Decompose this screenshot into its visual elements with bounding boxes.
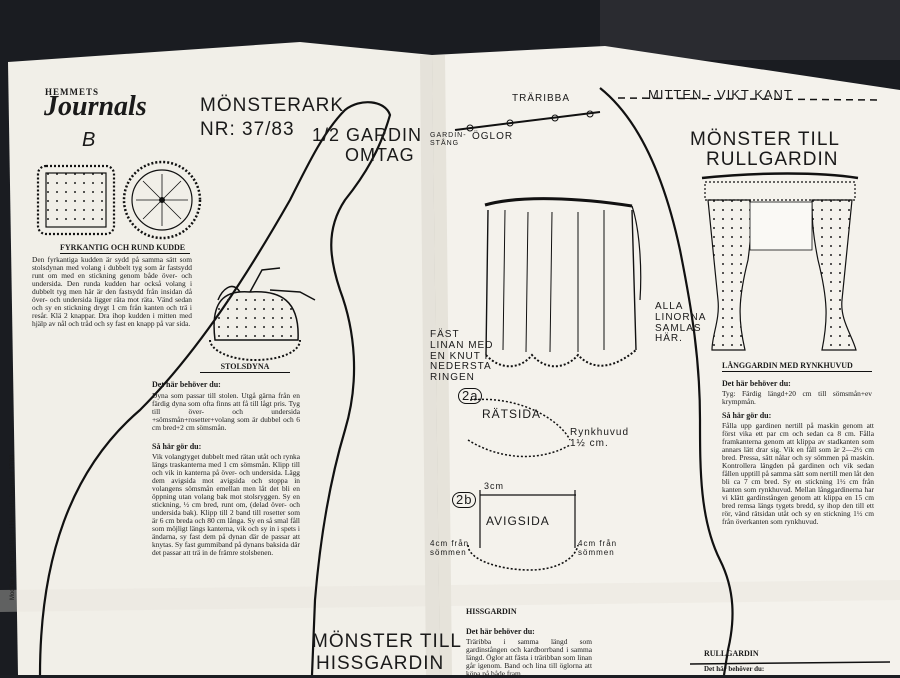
label-fasten: FÄST LINAN MED EN KNUT I NEDERSTA RINGEN: [430, 329, 494, 384]
curtain-title-2: RULLGARDIN: [706, 149, 839, 170]
pattern-cut-line-right: [599, 87, 734, 675]
roman-needs-heading: Det här behöver du:: [466, 627, 535, 636]
label-rod: TRÄRIBBA: [512, 93, 571, 104]
label-right-side: RÄTSIDA: [482, 407, 542, 421]
cushion-heading: FYRKANTIG OCH RUND KUDDE: [60, 243, 190, 254]
label-curtain-rod: GARDIN-STÅNG: [430, 132, 467, 147]
roller-needs-heading: Det här behöver du:: [704, 665, 765, 673]
curtain-heading: LÅNGGARDIN MED RYNKHUVUD: [722, 361, 872, 372]
seat-needs-heading: Det här behöver du:: [152, 380, 221, 389]
square-cushion-illustration: [36, 164, 116, 236]
label-all-cords: ALLA LINORNA SAMLAS HÄR.: [655, 301, 706, 345]
brand-logo: Journals: [44, 91, 147, 122]
half-curtain-label: 1/2 GARDIN: [312, 125, 423, 145]
sheet-number: NR: 37/83: [200, 119, 295, 140]
label-gather-head: Rynkhuvud 1½ cm.: [570, 427, 630, 449]
label-loops: ÖGLOR: [472, 131, 514, 142]
pattern-cut-line-left: [38, 101, 392, 675]
cushion-text: Den fyrkantiga kudden är sydd på samma s…: [32, 255, 192, 328]
sheet-letter: B: [82, 129, 97, 151]
brand-small: HEMMETS: [45, 87, 100, 97]
seat-howto-text: Vik volangtyget dubbelt med rätan utåt o…: [152, 452, 300, 557]
curtain-howto-heading: Så här gör du:: [722, 411, 772, 420]
roman-needs-text: Träribba i samma längd som gardinstången…: [466, 637, 592, 678]
roman-title-2: HISSGARDIN: [316, 653, 445, 674]
label-four-cm-left: 4cm från sömmen: [430, 539, 470, 557]
fold-edge-label: MITTEN - VIKT KANT: [648, 87, 793, 102]
roller-heading: RULLGARDIN: [704, 649, 759, 658]
curtain-howto-text: Fålla upp gardinen nertill på maskin gen…: [722, 421, 874, 526]
seat-cushion-label: STOLSDYNA: [200, 362, 290, 373]
sheet-title: MÖNSTERARK: [200, 95, 345, 116]
step-2b: 2b: [452, 492, 477, 509]
roman-heading: HISSGARDIN: [466, 607, 517, 616]
roman-blind-illustration: [454, 110, 642, 571]
round-cushion-illustration: [122, 160, 202, 240]
spine-credit: Modifier som förtidsbläggs i Hemmets Jou…: [10, 454, 16, 600]
half-curtain-label-2: OMTAG: [345, 145, 415, 165]
label-four-cm-right: 4cm från sömmen: [578, 539, 618, 557]
seat-cushion-illustration: [209, 267, 316, 362]
step-2a: 2a: [458, 388, 483, 405]
label-three-cm: 3cm: [484, 481, 505, 491]
seat-needs-text: Dyna som passar till stolen. Utgå gärna …: [152, 391, 300, 432]
curtain-needs-text: Tyg: Färdig längd+20 cm till sömsmån+ev …: [722, 389, 872, 406]
roman-title-1: MÖNSTER TILL: [312, 631, 462, 652]
seat-howto-heading: Så här gör du:: [152, 442, 202, 451]
curtain-illustration: [701, 172, 859, 351]
label-wrong-side: AVIGSIDA: [486, 514, 550, 528]
curtain-needs-heading: Det här behöver du:: [722, 379, 791, 388]
curtain-title-1: MÖNSTER TILL: [690, 129, 840, 150]
left-page: [8, 42, 440, 675]
